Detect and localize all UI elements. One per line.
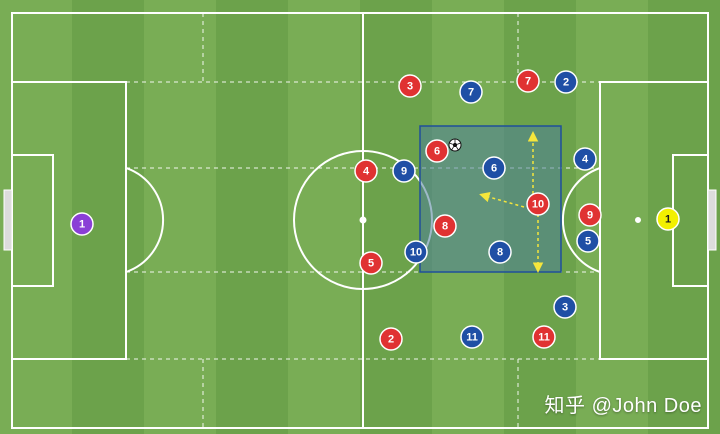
player-marker — [359, 251, 383, 275]
player-marker — [656, 207, 680, 231]
player-marker — [573, 147, 597, 171]
right-penalty-spot — [635, 217, 641, 223]
player-marker — [576, 229, 600, 253]
blue-player-8[interactable]: 8 — [488, 240, 512, 264]
player-number: 9 — [587, 210, 593, 222]
player-number: 2 — [388, 334, 394, 346]
red-player-2[interactable]: 2 — [379, 327, 403, 351]
player-marker — [354, 159, 378, 183]
blue-player-6[interactable]: 6 — [482, 156, 506, 180]
player-marker — [488, 240, 512, 264]
red-player-11[interactable]: 11 — [532, 325, 556, 349]
player-number: 2 — [563, 77, 569, 89]
player-marker — [392, 159, 416, 183]
player-number: 7 — [468, 87, 474, 99]
player-marker — [516, 69, 540, 93]
player-number: 10 — [410, 247, 422, 259]
red-player-7[interactable]: 7 — [516, 69, 540, 93]
player-number: 4 — [363, 166, 370, 178]
player-marker — [379, 327, 403, 351]
goalkeeper-left[interactable]: 1 — [70, 212, 94, 236]
red-player-4[interactable]: 4 — [354, 159, 378, 183]
player-marker — [553, 295, 577, 319]
player-number: 1 — [79, 219, 85, 231]
player-number: 6 — [434, 146, 440, 158]
player-marker — [70, 212, 94, 236]
blue-player-9[interactable]: 9 — [392, 159, 416, 183]
player-marker — [554, 70, 578, 94]
player-number: 9 — [401, 166, 407, 178]
blue-player-10[interactable]: 10 — [404, 240, 428, 264]
player-marker — [532, 325, 556, 349]
player-number: 5 — [368, 258, 374, 270]
player-marker — [425, 139, 449, 163]
player-marker — [404, 240, 428, 264]
player-number: 8 — [497, 247, 503, 259]
player-number: 8 — [442, 221, 448, 233]
player-marker — [482, 156, 506, 180]
player-marker — [460, 325, 484, 349]
red-player-3[interactable]: 3 — [398, 74, 422, 98]
player-number: 6 — [491, 163, 497, 175]
player-marker — [526, 192, 550, 216]
player-marker — [398, 74, 422, 98]
blue-player-3[interactable]: 3 — [553, 295, 577, 319]
arrow-pass-left — [479, 192, 525, 208]
watermark-text: 知乎 @John Doe — [544, 395, 702, 417]
red-player-9[interactable]: 9 — [578, 203, 602, 227]
blue-player-4[interactable]: 4 — [573, 147, 597, 171]
grass-stripe — [288, 0, 361, 434]
football-icon[interactable] — [448, 138, 462, 152]
red-player-6[interactable]: 6 — [425, 139, 449, 163]
blue-player-2[interactable]: 2 — [554, 70, 578, 94]
player-marker — [459, 80, 483, 104]
player-number: 3 — [407, 81, 413, 93]
red-player-5[interactable]: 5 — [359, 251, 383, 275]
grass-stripe — [144, 0, 217, 434]
player-number: 10 — [532, 199, 544, 211]
player-number: 11 — [466, 332, 478, 344]
blue-player-11[interactable]: 11 — [460, 325, 484, 349]
centre-spot — [359, 216, 367, 224]
player-marker — [433, 214, 457, 238]
player-number: 11 — [538, 332, 550, 344]
right-penalty-arc — [561, 167, 601, 273]
left-penalty-arc — [125, 167, 165, 273]
goals — [3, 189, 717, 251]
red-player-10[interactable]: 10 — [526, 192, 550, 216]
player-number: 1 — [665, 214, 671, 226]
player-number: 7 — [525, 76, 531, 88]
left-goal-net — [3, 189, 13, 251]
blue-player-5[interactable]: 5 — [576, 229, 600, 253]
movement-arrows — [479, 131, 544, 273]
player-number: 3 — [562, 302, 568, 314]
red-player-8[interactable]: 8 — [433, 214, 457, 238]
grass-stripe — [216, 0, 289, 434]
goalkeeper-right[interactable]: 1 — [656, 207, 680, 231]
player-number: 5 — [585, 236, 591, 248]
blue-player-7[interactable]: 7 — [459, 80, 483, 104]
right-goal-net — [707, 189, 717, 251]
player-marker — [578, 203, 602, 227]
player-number: 4 — [582, 154, 589, 166]
